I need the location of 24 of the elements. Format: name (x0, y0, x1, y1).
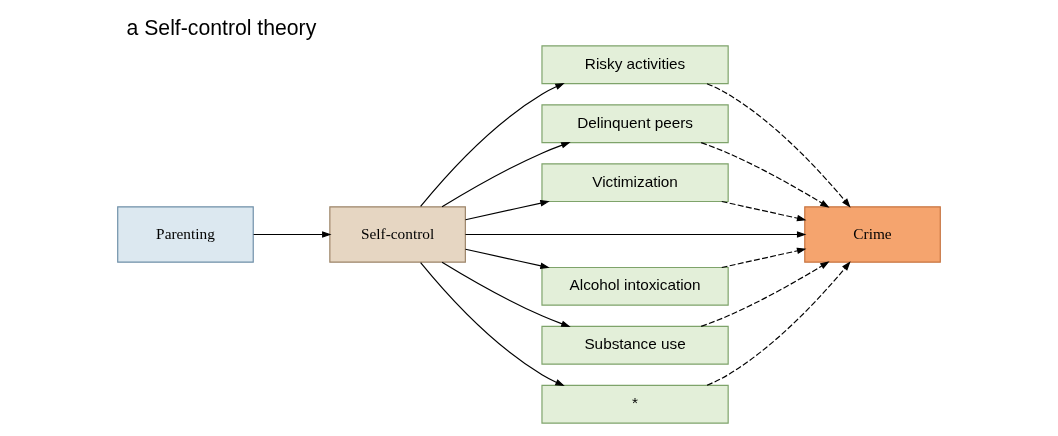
arrow (464, 200, 550, 221)
node-box: Victimization (541, 163, 729, 203)
node-box: * (541, 384, 729, 424)
arrow (464, 248, 550, 269)
node-box: Risky activities (541, 45, 729, 85)
arrow (420, 83, 565, 207)
arrow (700, 142, 830, 208)
arrow (420, 262, 565, 386)
arrow (721, 200, 807, 222)
node-box: Delinquent peers (541, 104, 729, 144)
diagram-title: a Self-control theory (126, 15, 317, 39)
arrow (706, 83, 851, 208)
node-box: Substance use (541, 325, 729, 365)
arrow (441, 261, 571, 327)
arrow (253, 231, 332, 238)
node-box: Crime (804, 206, 941, 263)
node-box: Self-control (329, 206, 466, 263)
node-box: Alcohol intoxication (541, 266, 729, 306)
arrow (721, 247, 807, 269)
arrow (464, 231, 807, 238)
node-box: Parenting (117, 206, 254, 263)
arrow (700, 261, 830, 327)
arrow (441, 142, 571, 208)
arrow (706, 261, 851, 386)
